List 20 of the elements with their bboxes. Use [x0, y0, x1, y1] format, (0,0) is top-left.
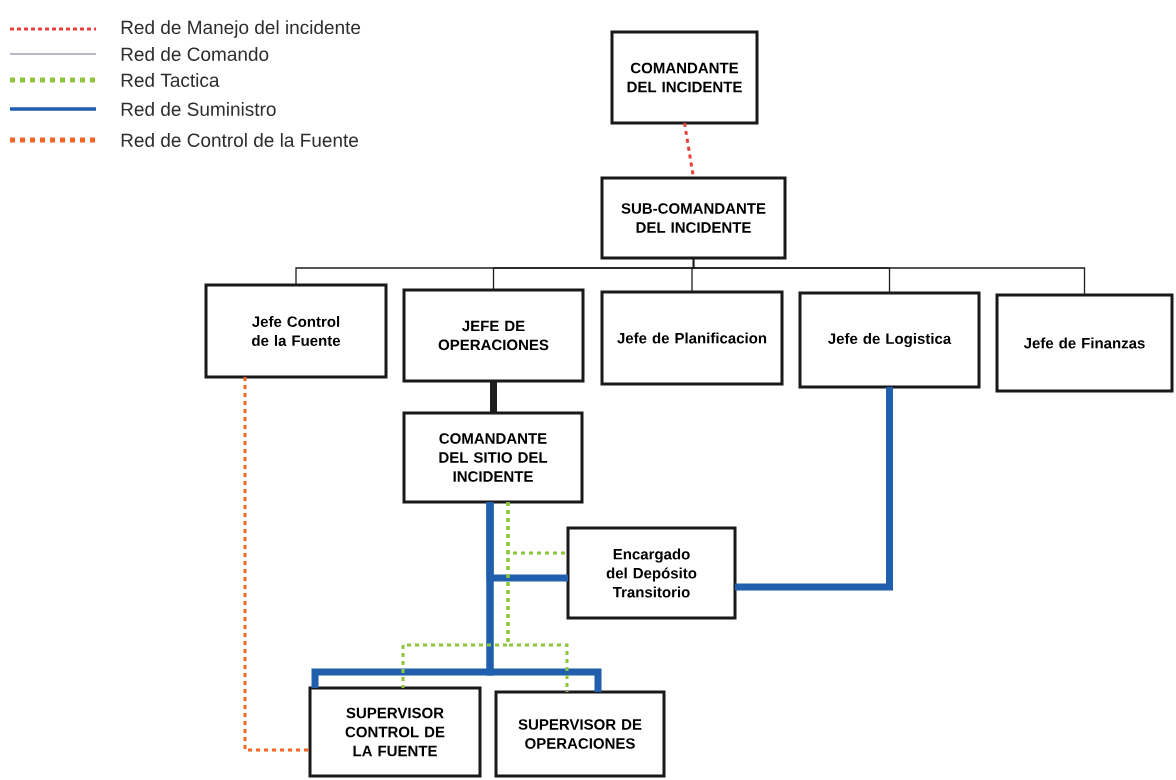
connector-line — [243, 377, 310, 752]
legend-label: Red de Suministro — [121, 102, 276, 116]
role-box: Jefe Control de la Fuente — [204, 283, 388, 379]
role-box: Jefe de Planificacion — [600, 290, 784, 386]
role-box: SUPERVISOR DE OPERACIONES — [494, 690, 666, 778]
role-box: COMANDANTE DEL SITIO DEL INCIDENTE — [402, 411, 584, 504]
connector-line — [692, 257, 1086, 296]
connector-line — [490, 381, 497, 413]
role-box: SUB-COMANDANTE DEL INCIDENTE — [600, 176, 787, 260]
role-box: Encargado del Depósito Transitorio — [566, 526, 737, 620]
legend-label: Red de Comando — [121, 47, 269, 61]
role-box: JEFE DE OPERACIONES — [402, 288, 585, 383]
role-box: Jefe de Finanzas — [995, 293, 1174, 393]
legend-label: Red de Manejo del incidente — [121, 20, 361, 38]
role-box: COMANDANTE DEL INCIDENTE — [610, 30, 759, 125]
connector-line — [506, 502, 569, 692]
legend-label: Red de Control de la Fuente — [121, 133, 358, 147]
legend-label: Red Tactica — [121, 73, 220, 87]
role-box: SUPERVISOR CONTROL DE LA FUENTE — [308, 686, 482, 778]
role-box: Jefe de Logistica — [798, 291, 981, 389]
